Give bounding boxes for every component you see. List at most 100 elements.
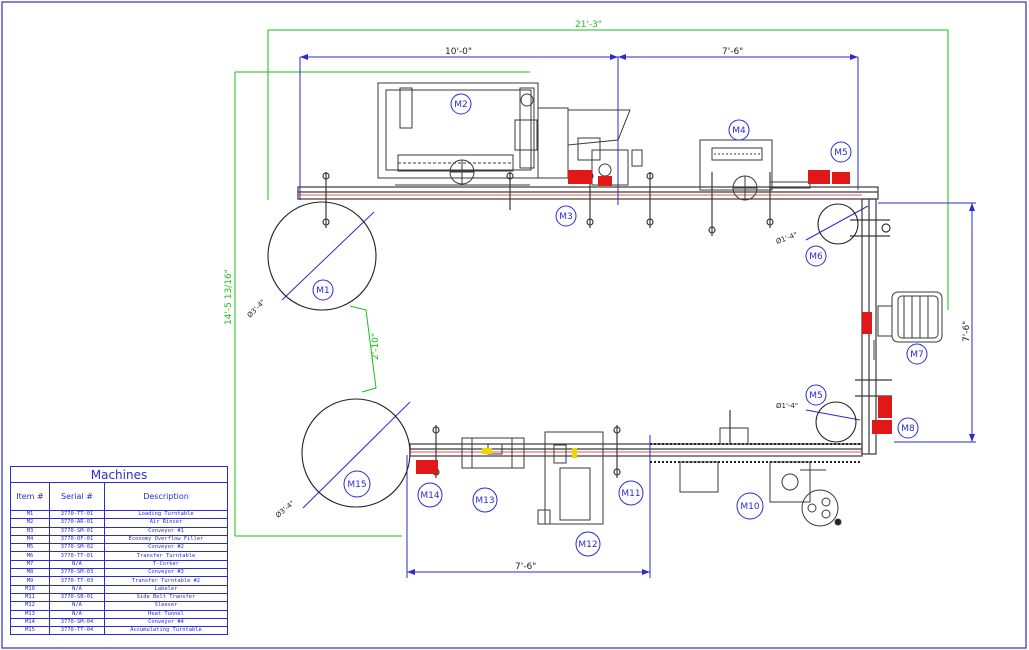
table-cell-serial: 3770-TT-03 — [49, 576, 105, 586]
m5-red-motor-top-2 — [832, 172, 850, 184]
label-m13: M13 — [475, 496, 494, 506]
blue-dimensions — [281, 56, 976, 578]
machine-bubbles — [312, 93, 928, 557]
dim-left-run: 10'-0" — [445, 47, 472, 57]
table-cell-description: Side Belt Transfer — [104, 592, 228, 603]
table-cell-serial: N/A — [49, 601, 105, 611]
table-cell-item: M7 — [10, 559, 50, 570]
label-m14: M14 — [420, 491, 439, 501]
machine-m7-t-corker — [873, 291, 943, 360]
column-serial: Serial # — [49, 482, 105, 511]
m8-red-motor — [878, 396, 892, 418]
table-cell-serial: 3770-TT-04 — [49, 626, 105, 636]
table-cell-item: M14 — [10, 617, 50, 628]
label-m11: M11 — [621, 489, 640, 499]
table-cell-description: Air Rinser — [104, 518, 228, 528]
m8-red-motor-2 — [872, 420, 892, 434]
red-guide-lines — [298, 194, 862, 453]
dim-gap-vertical: 2'-10" — [371, 333, 381, 360]
dim-dia-m6: Ø1'-4" — [775, 231, 798, 246]
label-m12: M12 — [578, 540, 597, 550]
label-m1: M1 — [316, 286, 330, 296]
machine-m3-drive — [577, 137, 643, 186]
table-cell-item: M8 — [10, 568, 50, 578]
machine-m12-sleever — [537, 431, 604, 525]
dim-overall-width: 21'-3" — [575, 20, 602, 30]
dim-right-run: 7'-6" — [722, 47, 743, 57]
table-cell-description: Economy Overflow Filler — [104, 534, 228, 545]
m3-red-motor — [568, 170, 592, 184]
machine-m2-air-rinser — [377, 82, 631, 186]
table-cell-item: M11 — [10, 592, 50, 603]
m3-red-motor-2 — [598, 176, 612, 186]
label-m5b: M5 — [809, 391, 823, 401]
dimension-arrows — [300, 54, 975, 575]
label-m15: M15 — [347, 480, 366, 490]
turntable-m6 — [817, 203, 859, 245]
conveyor-stands — [322, 172, 892, 478]
dim-dia-m1: Ø3'-4" — [246, 298, 267, 319]
machine-m13-heat-tunnel — [461, 437, 525, 469]
table-cell-description: Conveyor #1 — [104, 526, 228, 536]
table-cell-item: M13 — [10, 609, 50, 619]
dim-right-height: 7'-6" — [962, 321, 972, 342]
dim-bottom-run: 7'-6" — [515, 562, 536, 572]
table-cell-description: T-Corker — [104, 559, 228, 570]
table-cell-description: Loading Turntable — [104, 509, 228, 520]
machine-labels: M1 M2 M3 M4 M5 M6 M7 M5 M8 M10 M11 M12 M… — [316, 100, 924, 550]
table-cell-serial: 3770-TT-01 — [49, 551, 105, 561]
table-cell-description: Heat Tunnel — [104, 609, 228, 619]
m14-red-motor — [416, 460, 438, 474]
label-m3: M3 — [559, 212, 573, 222]
m13-yellow-marker — [482, 448, 492, 454]
turntable-m9 — [815, 401, 857, 443]
table-cell-item: M9 — [10, 576, 50, 586]
table-cell-item: M2 — [10, 518, 50, 528]
turntable-m1 — [267, 201, 377, 311]
table-cell-serial: 3770-SM-01 — [49, 526, 105, 536]
table-cell-item: M10 — [10, 584, 50, 594]
column-description: Description — [104, 482, 228, 511]
table-cell-serial: N/A — [49, 559, 105, 570]
label-m4: M4 — [732, 126, 746, 136]
table-cell-item: M6 — [10, 551, 50, 561]
table-cell-item: M12 — [10, 601, 50, 611]
m12-yellow-marker — [572, 448, 577, 458]
turntable-m15 — [301, 398, 411, 508]
table-cell-serial: 3770-AR-01 — [49, 518, 105, 528]
table-cell-item: M4 — [10, 534, 50, 545]
labeler-chain — [650, 443, 862, 463]
table-cell-item: M15 — [10, 626, 50, 636]
green-dimensions — [234, 29, 949, 537]
table-cell-serial: 3770-SM-02 — [49, 543, 105, 553]
table-cell-description: Sleever — [104, 601, 228, 611]
table-cell-item: M3 — [10, 526, 50, 536]
table-cell-description: Labeler — [104, 584, 228, 594]
table-cell-serial: 3770-SB-01 — [49, 592, 105, 603]
table-cell-serial: 3770-OF-01 — [49, 534, 105, 545]
label-m10: M10 — [740, 502, 759, 512]
table-cell-description: Transfer Turntable #2 — [104, 576, 228, 586]
label-m2: M2 — [454, 100, 468, 110]
table-cell-description: Conveyor #2 — [104, 543, 228, 553]
turntables — [267, 201, 859, 508]
label-m7: M7 — [910, 350, 924, 360]
